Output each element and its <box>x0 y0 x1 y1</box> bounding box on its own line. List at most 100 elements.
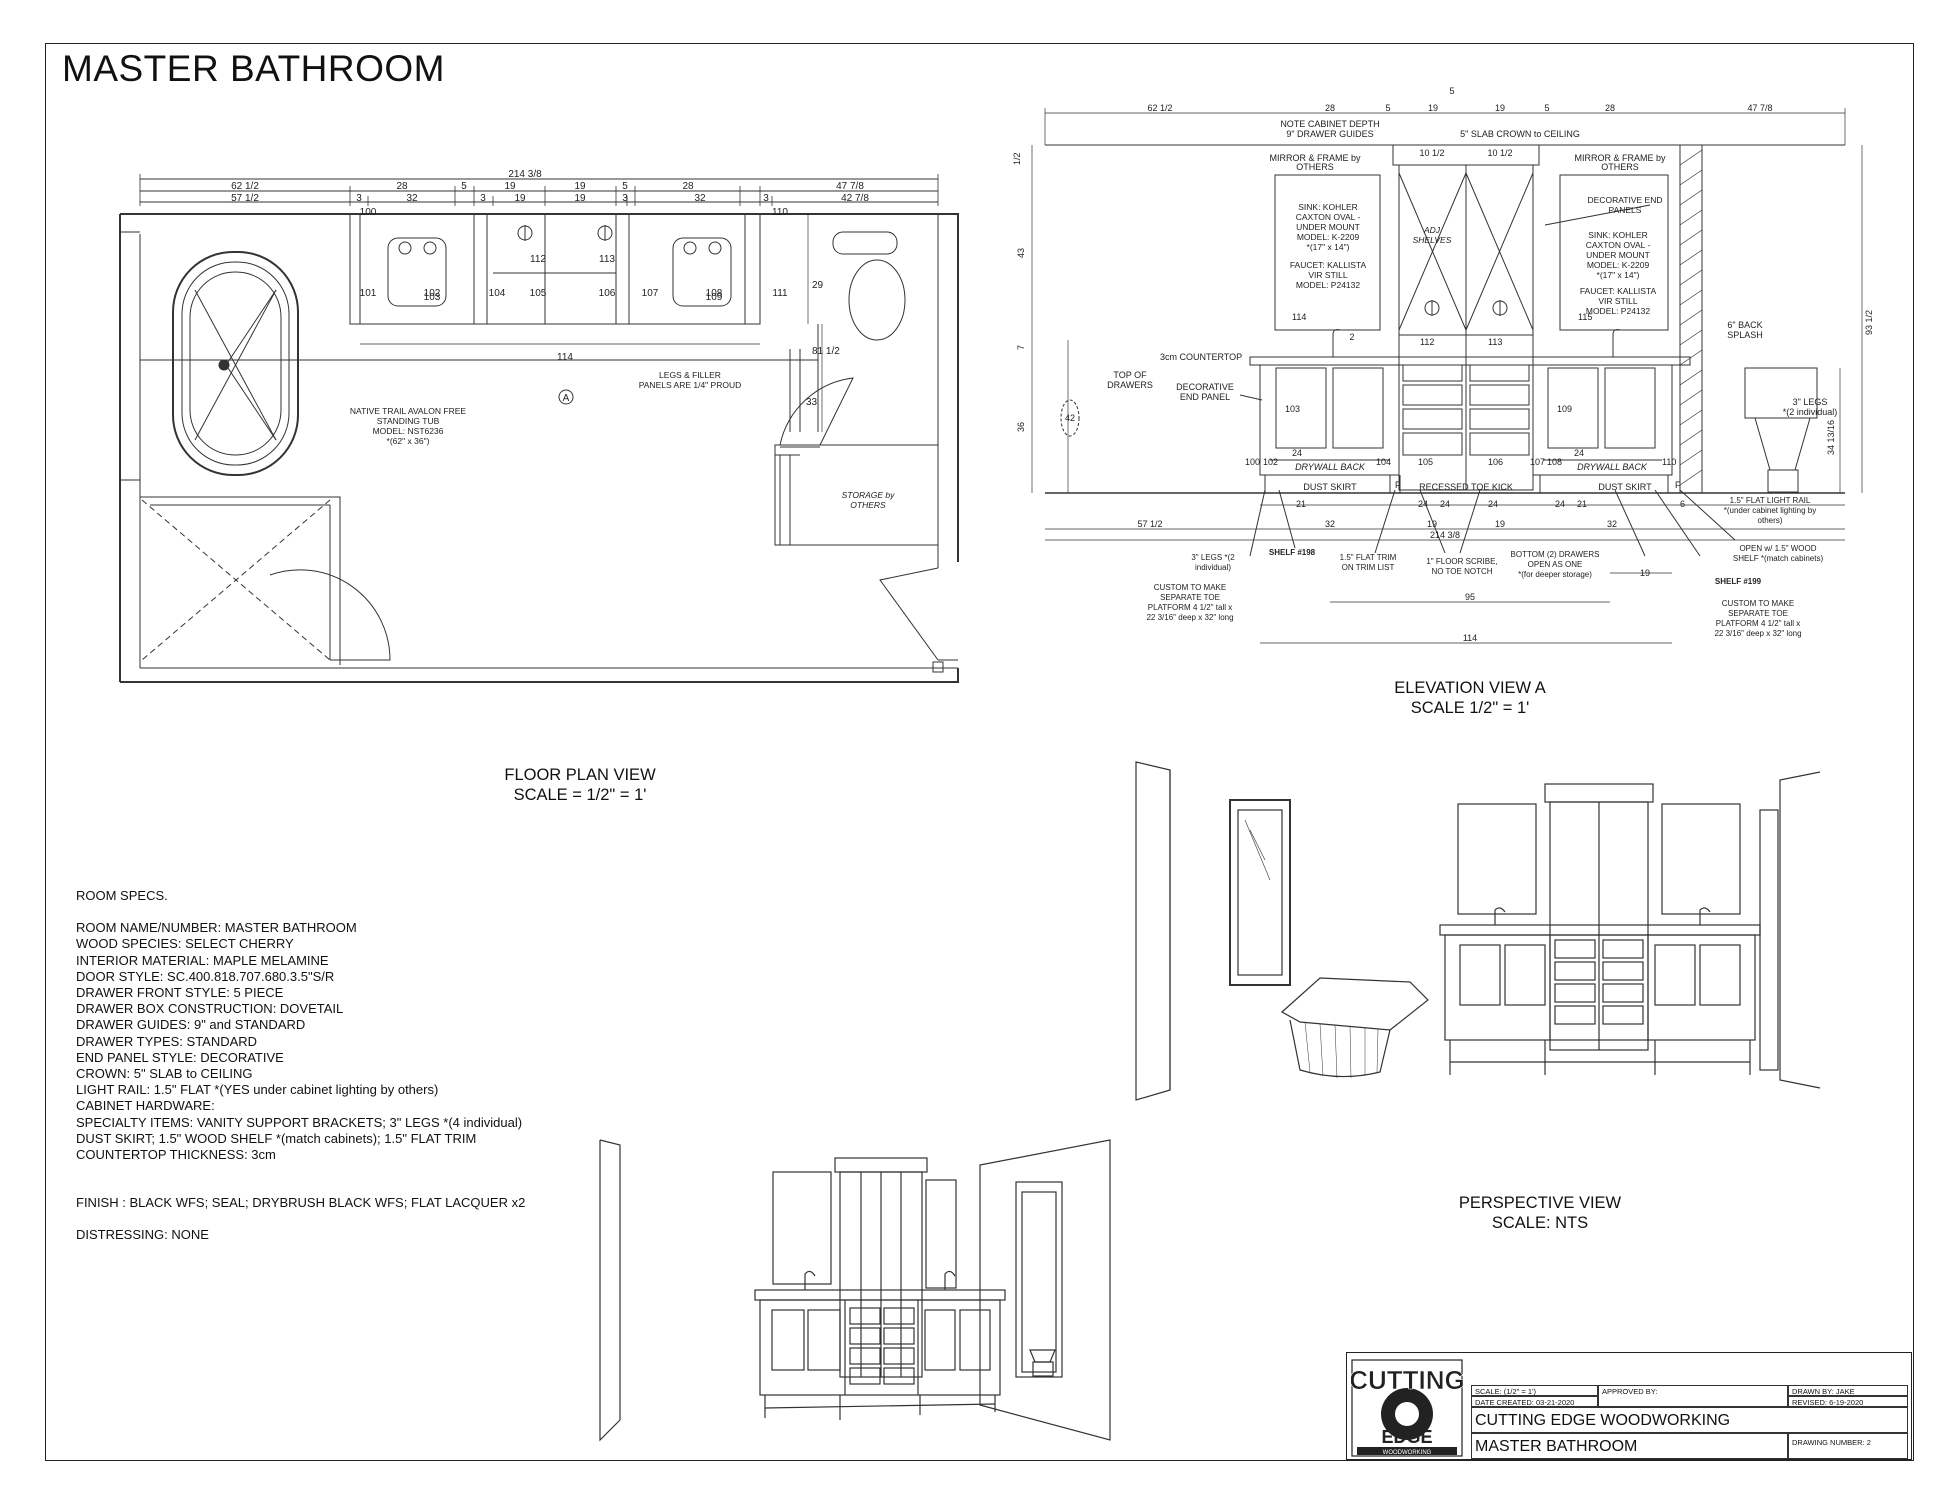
drawers-note: OPEN AS ONE <box>1528 560 1583 569</box>
adj-shelves: SHELVES <box>1413 235 1452 245</box>
cabinet-label: 103 <box>1285 404 1300 414</box>
dim-label: 5 <box>1544 103 1549 113</box>
dim-81: 81 1/2 <box>812 346 840 357</box>
toe-platform-note: PLATFORM 4 1/2" tall x <box>1148 603 1233 612</box>
cabinet-label: 102 <box>424 288 441 299</box>
cabinet-label: 108 <box>1547 457 1562 467</box>
dim-label: 28 <box>682 181 694 192</box>
cabinet-label: 109 <box>1557 404 1572 414</box>
section-marker-a: A <box>563 393 570 404</box>
label-f: F <box>1395 480 1401 490</box>
dim-33: 33 <box>806 397 818 408</box>
sink-note: UNDER MOUNT <box>1296 222 1360 232</box>
dim-label: 62 1/2 <box>231 181 259 192</box>
dim-label: 6 <box>1680 499 1685 509</box>
company-name: CUTTING EDGE WOODWORKING <box>1471 1407 1908 1433</box>
dim-label: 47 7/8 <box>1747 103 1772 113</box>
caption-scale: SCALE 1/2" = 1' <box>1410 699 1530 717</box>
faucet-note: VIR STILL <box>1598 296 1637 306</box>
spec-line: DOOR STYLE: SC.400.818.707.680.3.5"S/R <box>76 968 335 984</box>
dim-label: 24 <box>1574 448 1584 458</box>
dim-10: 10 1/2 <box>1419 148 1444 158</box>
cabinet-label: 115 <box>1578 312 1592 322</box>
toe-platform-note: 22 3/16" deep x 32" long <box>1146 613 1233 622</box>
back-splash-note: SPLASH <box>1727 330 1763 340</box>
light-rail-note: others) <box>1758 516 1783 525</box>
faucet-note: FAUCET: KALLISTA <box>1290 260 1367 270</box>
dim-label: 19 <box>1495 519 1505 529</box>
spec-line: CROWN: 5" SLAB to CEILING <box>76 1066 253 1082</box>
cabinet-label: 104 <box>1376 457 1391 467</box>
dim-label: 24 <box>1418 499 1428 509</box>
dim-label: 3 <box>356 193 362 204</box>
title-block: CUTTING EDGE WOODWORKING SCALE: (1/2" = … <box>1346 1352 1912 1460</box>
cabinet-label: 111 <box>772 288 788 299</box>
date-created-cell: DATE CREATED: 03-21-2020 <box>1471 1396 1598 1407</box>
caption-title: ELEVATION VIEW A <box>1394 679 1546 697</box>
end-panel-note: PANELS <box>1609 205 1642 215</box>
dim-label: 3 <box>622 193 628 204</box>
cabinet-label: 105 <box>1418 457 1433 467</box>
dim-label: 43 <box>1016 248 1026 258</box>
dim-label: 24 <box>1440 499 1450 509</box>
light-rail-note: 1.5" FLAT LIGHT RAIL <box>1730 496 1811 505</box>
cabinet-label: 110 <box>1662 457 1676 467</box>
dim-label: 93 1/2 <box>1864 310 1874 335</box>
storage-note: OTHERS <box>850 500 886 510</box>
spec-line: END PANEL STYLE: DECORATIVE <box>76 1049 284 1065</box>
dim-label: 19 <box>514 193 526 204</box>
caption-title: PERSPECTIVE VIEW <box>1458 1194 1622 1212</box>
toe-platform-note: CUSTOM TO MAKE <box>1722 599 1794 608</box>
cabinet-label: 112 <box>1420 337 1434 347</box>
dim-29: 29 <box>812 280 824 291</box>
dim-214: 214 3/8 <box>508 169 542 180</box>
cabinet-label: 106 <box>599 288 616 299</box>
sink-note: CAXTON OVAL - <box>1586 240 1651 250</box>
dim-label: 24 <box>1555 499 1565 509</box>
dim-label: 32 <box>694 193 706 204</box>
legs-note: 3" LEGS *(2 <box>1191 553 1235 562</box>
cabinet-label: 102 <box>1263 457 1278 467</box>
storage-note: STORAGE by <box>842 490 895 500</box>
toe-platform-note: CUSTOM TO MAKE <box>1154 583 1226 592</box>
distressing-spec: DISTRESSING: NONE <box>76 1227 209 1243</box>
end-panel-note: DECORATIVE <box>1176 382 1234 392</box>
caption-title: FLOOR PLAN VIEW <box>504 766 656 784</box>
dim-label: 57 1/2 <box>231 193 259 204</box>
mirror-note: MIRROR & FRAME by <box>1574 153 1666 163</box>
dim-label: 32 <box>1325 519 1335 529</box>
dim-label: 19 <box>574 193 586 204</box>
room-specs: ROOM SPECS. ROOM NAME/NUMBER: MASTER BAT… <box>76 888 556 1244</box>
cabinet-label: 108 <box>706 288 723 299</box>
caption-scale: SCALE = 1/2" = 1' <box>513 786 647 804</box>
dim-label: 114 <box>1463 633 1477 643</box>
faucet-note: MODEL: P24132 <box>1296 280 1361 290</box>
cabinet-label: 105 <box>530 288 547 299</box>
end-panel-note: DECORATIVE END <box>1588 195 1663 205</box>
spec-line: DRAWER TYPES: STANDARD <box>76 1033 258 1049</box>
sink-note: *(17" x 14") <box>1307 242 1350 252</box>
spec-line: WOOD SPECIES: SELECT CHERRY <box>76 936 294 952</box>
marker-2: 2 <box>1349 332 1354 342</box>
open-shelf-note: OPEN w/ 1.5" WOOD <box>1739 544 1816 553</box>
finish-spec: FINISH : BLACK WFS; SEAL; DRYBRUSH BLACK… <box>76 1195 526 1211</box>
top-drawers-note: DRAWERS <box>1107 380 1153 390</box>
spec-line: COUNTERTOP THICKNESS: 3cm <box>76 1147 276 1163</box>
sink-note: SINK: KOHLER <box>1588 230 1648 240</box>
sink-note: SINK: KOHLER <box>1298 202 1358 212</box>
logo-woodworking: WOODWORKING <box>1383 1450 1432 1456</box>
dim-label: 19 <box>574 181 586 192</box>
dim-label: 19 <box>1640 568 1650 578</box>
dim-label: 32 <box>406 193 418 204</box>
sink-note: MODEL: K-2209 <box>1587 260 1650 270</box>
dim-label: 62 1/2 <box>1147 103 1172 113</box>
drawn-by-cell: DRAWN BY: JAKE <box>1788 1385 1908 1396</box>
mirror-note: OTHERS <box>1296 162 1334 172</box>
dust-skirt-note: DUST SKIRT <box>1303 482 1357 492</box>
dim-label: 36 <box>1016 422 1026 432</box>
marker-5: 5 <box>1449 86 1454 96</box>
faucet-note: FAUCET: KALLISTA <box>1580 286 1657 296</box>
dim-label: 42 7/8 <box>841 193 869 204</box>
dim-label: 21 <box>1296 499 1306 509</box>
